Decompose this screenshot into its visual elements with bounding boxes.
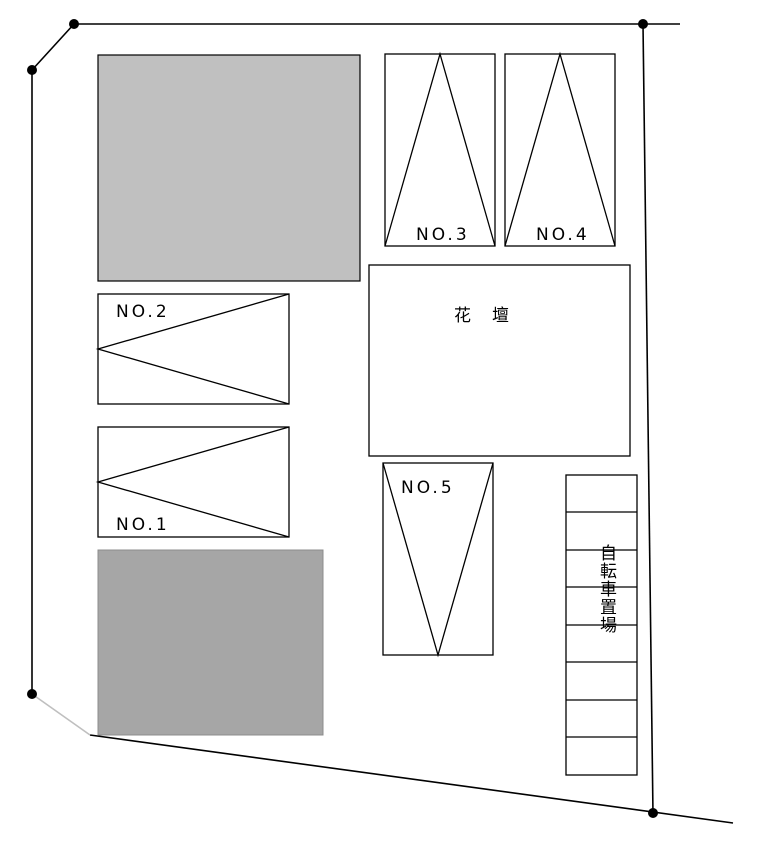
- boundary-bottom-left-corner: [31, 693, 91, 736]
- boundary-markers: [27, 19, 658, 818]
- boundary-bottom: [89, 734, 734, 824]
- label-space-no5: NO.5: [401, 478, 455, 498]
- parking-space-no4: [504, 51, 616, 247]
- building-upper: [97, 54, 361, 282]
- boundary-top-left-corner: [31, 23, 75, 71]
- label-space-no1: NO.1: [116, 515, 170, 535]
- label-flowerbed: 花 壇: [454, 306, 511, 326]
- label-space-no4: NO.4: [536, 225, 590, 245]
- parking-space-no3: [384, 51, 496, 247]
- parking-space-no5: [382, 462, 494, 658]
- boundary-marker: [638, 19, 648, 29]
- label-space-no2: NO.2: [116, 302, 170, 322]
- label-bicycle-parking: 自転車置場: [596, 544, 616, 634]
- bicycle-parking: [565, 474, 638, 776]
- flowerbed: [368, 264, 631, 457]
- boundary-marker: [69, 19, 79, 29]
- parking-space-no2: [95, 293, 290, 405]
- boundary-right: [642, 23, 654, 816]
- boundary-marker: [648, 808, 658, 818]
- property-boundary: [31, 23, 734, 824]
- boundary-marker: [27, 65, 37, 75]
- parking-space-no1: [95, 426, 290, 538]
- building-lower: [97, 549, 324, 736]
- label-space-no3: NO.3: [416, 225, 470, 245]
- boundary-marker: [27, 689, 37, 699]
